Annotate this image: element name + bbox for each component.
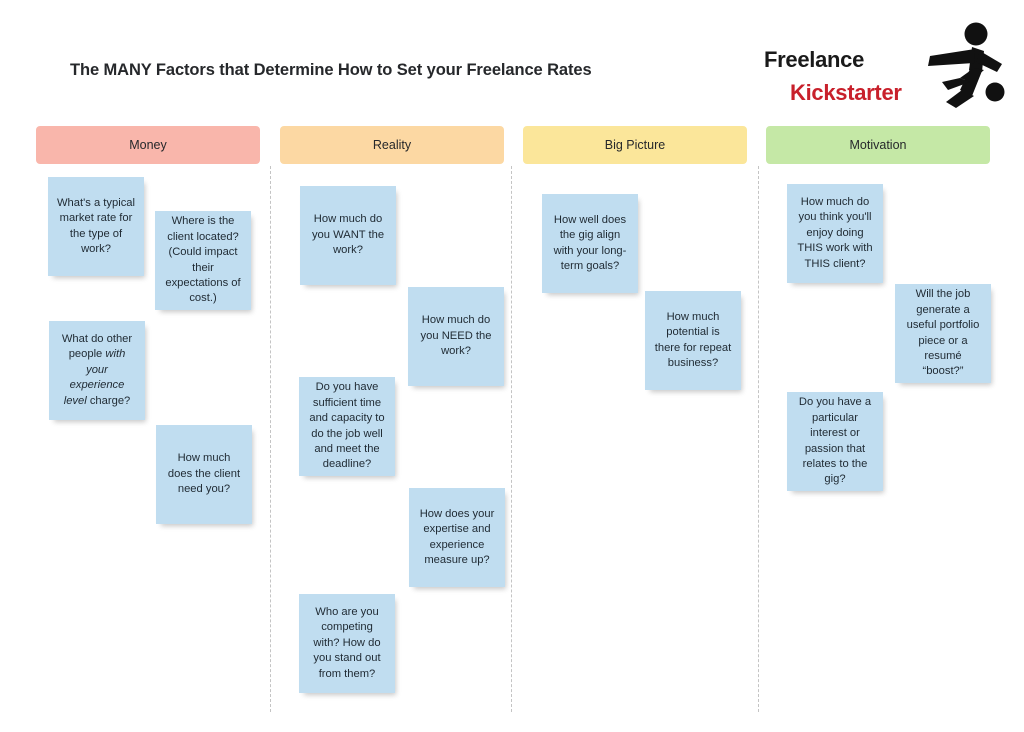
- note-expertise-measure-up[interactable]: How does your expertise and experience m…: [409, 488, 505, 587]
- sticky-note-text: How much do you think you'll enjoy doing…: [797, 195, 873, 270]
- sticky-note-text: How much does the client need you?: [167, 452, 241, 496]
- column-header-label: Money: [129, 138, 167, 152]
- sticky-note-text: What do other people with your experienc…: [61, 332, 133, 407]
- note-interest-or-passion[interactable]: Do you have a particular interest or pas…: [787, 392, 883, 491]
- column-header-label: Big Picture: [604, 138, 666, 152]
- note-enjoy-this-work[interactable]: How much do you think you'll enjoy doing…: [787, 184, 883, 283]
- note-peer-experience-charge[interactable]: What do other people with your experienc…: [49, 321, 145, 420]
- note-time-and-capacity[interactable]: Do you have sufficient time and capacity…: [299, 377, 395, 476]
- sticky-note-text: Where is the client located? (Could impa…: [165, 215, 241, 305]
- note-want-the-work[interactable]: How much do you WANT the work?: [300, 186, 396, 285]
- running-person-kicking-ball-icon: [928, 22, 1005, 108]
- sticky-note-text: How much do you NEED the work?: [420, 314, 492, 358]
- sticky-note-text: How much do you WANT the work?: [311, 213, 385, 257]
- note-long-term-goals-align[interactable]: How well does the gig align with your lo…: [542, 194, 638, 293]
- column-header-reality[interactable]: Reality: [280, 126, 504, 164]
- column-header-motivation[interactable]: Motivation: [766, 126, 990, 164]
- note-portfolio-resume-boost[interactable]: Will the job generate a useful portfolio…: [895, 284, 991, 383]
- column-header-label: Reality: [372, 138, 412, 152]
- column-header-label: Motivation: [849, 138, 907, 152]
- sticky-note-text: Will the job generate a useful portfolio…: [906, 288, 980, 378]
- sticky-note-text: How much potential is there for repeat b…: [654, 310, 732, 369]
- sticky-note-text: How well does the gig align with your lo…: [553, 213, 627, 272]
- logo-text-kickstarter: Kickstarter: [790, 80, 902, 105]
- column-divider-reality: [511, 166, 512, 712]
- column-divider-money: [270, 166, 271, 712]
- note-repeat-business-potential[interactable]: How much potential is there for repeat b…: [645, 291, 741, 390]
- sticky-note-text: Do you have a particular interest or pas…: [798, 396, 872, 486]
- page-title: The MANY Factors that Determine How to S…: [70, 61, 592, 79]
- sticky-note-text: What's a typical market rate for the typ…: [57, 196, 135, 255]
- note-client-need-you[interactable]: How much does the client need you?: [156, 425, 252, 524]
- sticky-note-text: Who are you competing with? How do you s…: [313, 605, 381, 680]
- sticky-note-text: Do you have sufficient time and capacity…: [309, 381, 385, 471]
- logo-text-freelance: Freelance: [764, 47, 865, 72]
- brand-logo: Freelance Kickstarter: [758, 18, 1010, 110]
- note-competition-stand-out[interactable]: Who are you competing with? How do you s…: [299, 594, 395, 693]
- sticky-note-text: How does your expertise and experience m…: [419, 507, 495, 566]
- note-need-the-work[interactable]: How much do you NEED the work?: [408, 287, 504, 386]
- note-client-location[interactable]: Where is the client located? (Could impa…: [155, 211, 251, 310]
- column-header-money[interactable]: Money: [36, 126, 260, 164]
- column-divider-big-picture: [758, 166, 759, 712]
- column-header-big-picture[interactable]: Big Picture: [523, 126, 747, 164]
- note-typical-market-rate[interactable]: What's a typical market rate for the typ…: [48, 177, 144, 276]
